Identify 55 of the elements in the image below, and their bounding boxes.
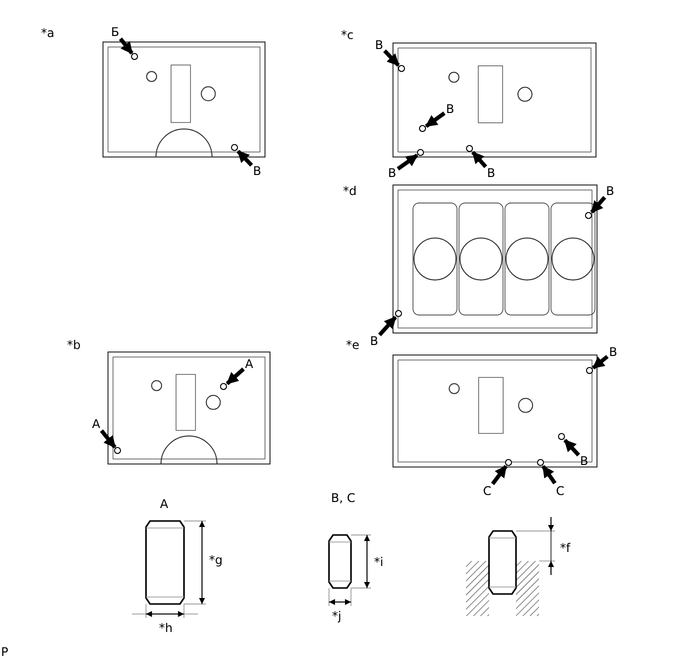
- arrow: [491, 465, 508, 486]
- dimension-label: *f: [560, 541, 570, 555]
- dowel-pin-hole: [395, 310, 402, 318]
- callout-letter: C: [556, 484, 564, 498]
- dowel-pin-hole: [585, 212, 592, 220]
- dowel-pin-hole: [131, 53, 138, 60]
- callout-letter: B: [606, 184, 614, 198]
- callout-letter: B: [388, 166, 396, 180]
- callout-letter: Б: [111, 25, 120, 39]
- dowel-pin-hole: [398, 65, 406, 72]
- dowel-pin-hole: [586, 367, 594, 374]
- callout-letter: B: [487, 166, 496, 180]
- arrow: [425, 111, 446, 128]
- arrow: [563, 438, 580, 456]
- arrow: [541, 465, 557, 484]
- dimension-label: *j: [332, 609, 342, 623]
- callout-letter: B: [375, 38, 384, 52]
- arrow: [226, 368, 245, 386]
- callout-letter: B: [446, 102, 454, 116]
- callout-letter: B: [370, 334, 378, 348]
- callout-letter: B: [253, 164, 262, 178]
- view-label: *a: [41, 26, 54, 40]
- arrow: [590, 196, 606, 214]
- arrow: [378, 316, 397, 336]
- view-label: *e: [346, 338, 360, 352]
- callout-letter: C: [483, 484, 492, 498]
- dowel-pin-hole: [417, 149, 424, 156]
- dimension-label: *h: [159, 621, 173, 635]
- callout-letter: B: [609, 345, 618, 359]
- dowel-pin-hole: [558, 433, 566, 440]
- arrow: [383, 49, 400, 67]
- dowel-pin-hole: [419, 125, 426, 132]
- dowel-pin-hole: [220, 383, 228, 390]
- dimension-label: *i: [374, 555, 384, 569]
- view-label: *d: [343, 184, 357, 198]
- arrow: [471, 150, 488, 168]
- view-label: *b: [67, 338, 81, 352]
- arrow: [100, 429, 116, 448]
- dowel-pin-hole: [231, 144, 238, 152]
- arrow: [396, 154, 418, 171]
- arrow: [592, 354, 609, 370]
- callout-letter: A: [245, 357, 254, 371]
- pin-label: B, C: [331, 491, 356, 505]
- pin-label: A: [160, 497, 168, 511]
- dowel-pin-hole: [537, 459, 544, 466]
- callout-letter: B: [580, 454, 588, 468]
- dowel-pin-hole: [466, 145, 474, 152]
- callout-letter: A: [92, 417, 100, 431]
- figure-code: P: [1, 645, 8, 658]
- dowel-pin-hole: [114, 447, 122, 454]
- dowel-pin-hole: [505, 459, 512, 466]
- dimension-label: *g: [209, 553, 223, 567]
- arrow: [236, 150, 254, 167]
- view-label: *c: [341, 28, 354, 42]
- arrow: [118, 38, 134, 54]
